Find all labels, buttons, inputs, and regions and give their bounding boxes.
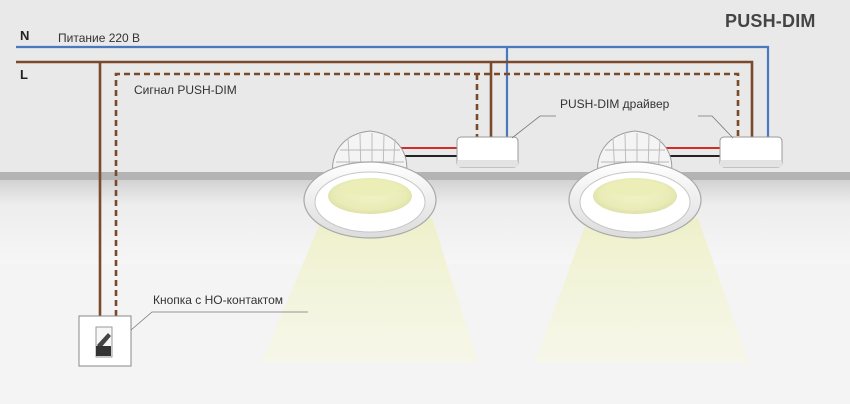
driver-leader-2 [698,115,734,139]
light-beam-left [262,218,478,362]
driver-box-2 [719,136,783,168]
signal-label: Сигнал PUSH-DIM [134,83,237,97]
light-beam-right [535,218,748,362]
line-wire [16,60,754,139]
driver-label: PUSH-DIM драйвер [560,97,670,111]
switch-label: Кнопка с НО-контактом [153,293,284,307]
driver-box-1 [456,136,519,168]
driver-leader-1 [511,115,556,139]
switch-leader [130,311,308,331]
wall-background [0,0,850,172]
neutral-letter: N [20,28,30,43]
downlight-left [303,130,437,239]
ceiling-edge [0,172,850,180]
power-label: Питание 220 В [58,31,141,45]
neutral-wire [16,45,770,139]
signal-wire [114,72,740,316]
line-letter: L [20,67,28,82]
downlight-right [568,130,702,239]
diagram-title: PUSH-DIM [725,11,816,31]
wall-switch [78,315,132,367]
